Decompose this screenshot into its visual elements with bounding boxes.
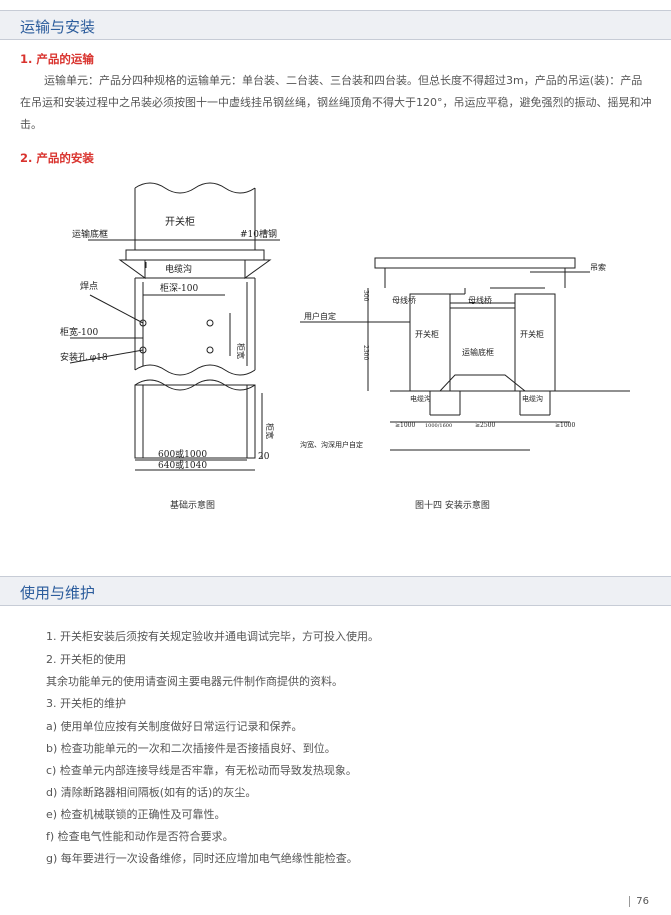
caption-installation: 图十四 安装示意图 — [415, 501, 490, 511]
fig2-w3: ≥2500 — [475, 422, 495, 429]
fig1-side-a: 柜宽 — [236, 343, 246, 359]
page-number: 76 — [629, 896, 649, 907]
maint-item-9: e) 检查机械联锁的正确性及可靠性。 — [46, 808, 226, 821]
maint-item-1: 1. 开关柜安装后须按有关规定验收并通电调试完毕，方可投入使用。 — [46, 630, 379, 643]
fig2-cab-r: 开关柜 — [520, 329, 544, 339]
section-header-transport: 运输与安装 — [0, 10, 671, 40]
subheading-transport: 1. 产品的运输 — [20, 52, 94, 66]
maint-item-7: c) 检查单元内部连接导线是否牢靠，有无松动而导致发热现象。 — [46, 764, 357, 777]
section-title: 运输与安装 — [20, 18, 96, 36]
fig2-busbridge-r: 母线桥 — [468, 295, 492, 305]
installation-diagram: 吊索 用户自定 母线桥 母线桥 开关柜 开关柜 运输底框 电缆沟 电缆沟 300… — [300, 257, 630, 451]
fig2-h1: 300 — [362, 290, 369, 302]
maint-item-2: 2. 开关柜的使用 — [46, 653, 126, 666]
fig2-busbridge-l: 母线桥 — [392, 295, 416, 305]
fig2-trench-l: 电缆沟 — [410, 394, 431, 403]
fig2-cab-l: 开关柜 — [415, 329, 439, 339]
fig2-crane: 吊索 — [590, 262, 606, 272]
fig1-trench: 电缆沟 — [165, 263, 192, 275]
maint-item-5: a) 使用单位应按有关制度做好日常运行记录和保养。 — [46, 720, 303, 733]
fig1-side-b: 柜宽 — [265, 423, 275, 439]
section-header-maintenance: 使用与维护 — [0, 576, 671, 606]
fig1-base: 运输底框 — [72, 228, 108, 240]
foundation-diagram: 开关柜 运输底框 #10槽钢 电缆沟 焊点 柜深-100 柜宽-100 安装孔 … — [60, 182, 280, 471]
maint-item-11: g) 每年要进行一次设备维修，同时还应增加电气绝缘性能检查。 — [46, 852, 358, 865]
caption-foundation: 基础示意图 — [170, 501, 216, 511]
maint-item-6: b) 检查功能单元的一次和二次插接件是否接插良好、到位。 — [46, 742, 336, 755]
fig1-weld: 焊点 — [80, 280, 98, 292]
fig1-dim3: 20 — [258, 452, 270, 462]
maint-item-3: 其余功能单元的使用请查阅主要电器元件制作商提供的资料。 — [46, 675, 343, 688]
fig2-w4: ≥1000 — [555, 422, 575, 429]
fig2-h2: 2300 — [362, 345, 369, 360]
maint-item-4: 3. 开关柜的维护 — [46, 697, 126, 710]
fig1-depth: 柜深-100 — [160, 282, 198, 294]
fig2-trench-r: 电缆沟 — [522, 394, 543, 403]
fig2-w2: 1000/1600 — [425, 423, 452, 429]
fig1-width: 柜宽-100 — [60, 326, 98, 338]
fig1-cabinet: 开关柜 — [165, 215, 195, 228]
fig1-steel: #10槽钢 — [240, 228, 277, 240]
section-title-2: 使用与维护 — [20, 584, 96, 602]
fig1-dim1: 600或1000 — [158, 448, 207, 460]
paragraph-transport: 运输单元：产品分四种规格的运输单元：单台装、二台装、三台装和四台装。但总长度不得… — [20, 74, 652, 131]
fig2-base: 运输底框 — [462, 347, 494, 357]
fig2-user2: 沟宽、沟深用户自定 — [300, 440, 363, 449]
fig2-w1: ≥1000 — [395, 422, 415, 429]
fig1-dim2: 640或1040 — [158, 459, 207, 471]
fig2-user1: 用户自定 — [304, 311, 336, 321]
maint-item-10: f) 检查电气性能和动作是否符合要求。 — [46, 830, 234, 843]
subheading-install: 2. 产品的安装 — [20, 151, 94, 165]
fig1-hole: 安装孔 φ18 — [60, 351, 108, 363]
maint-item-8: d) 清除断路器相间隔板(如有的话)的灰尘。 — [46, 786, 257, 799]
